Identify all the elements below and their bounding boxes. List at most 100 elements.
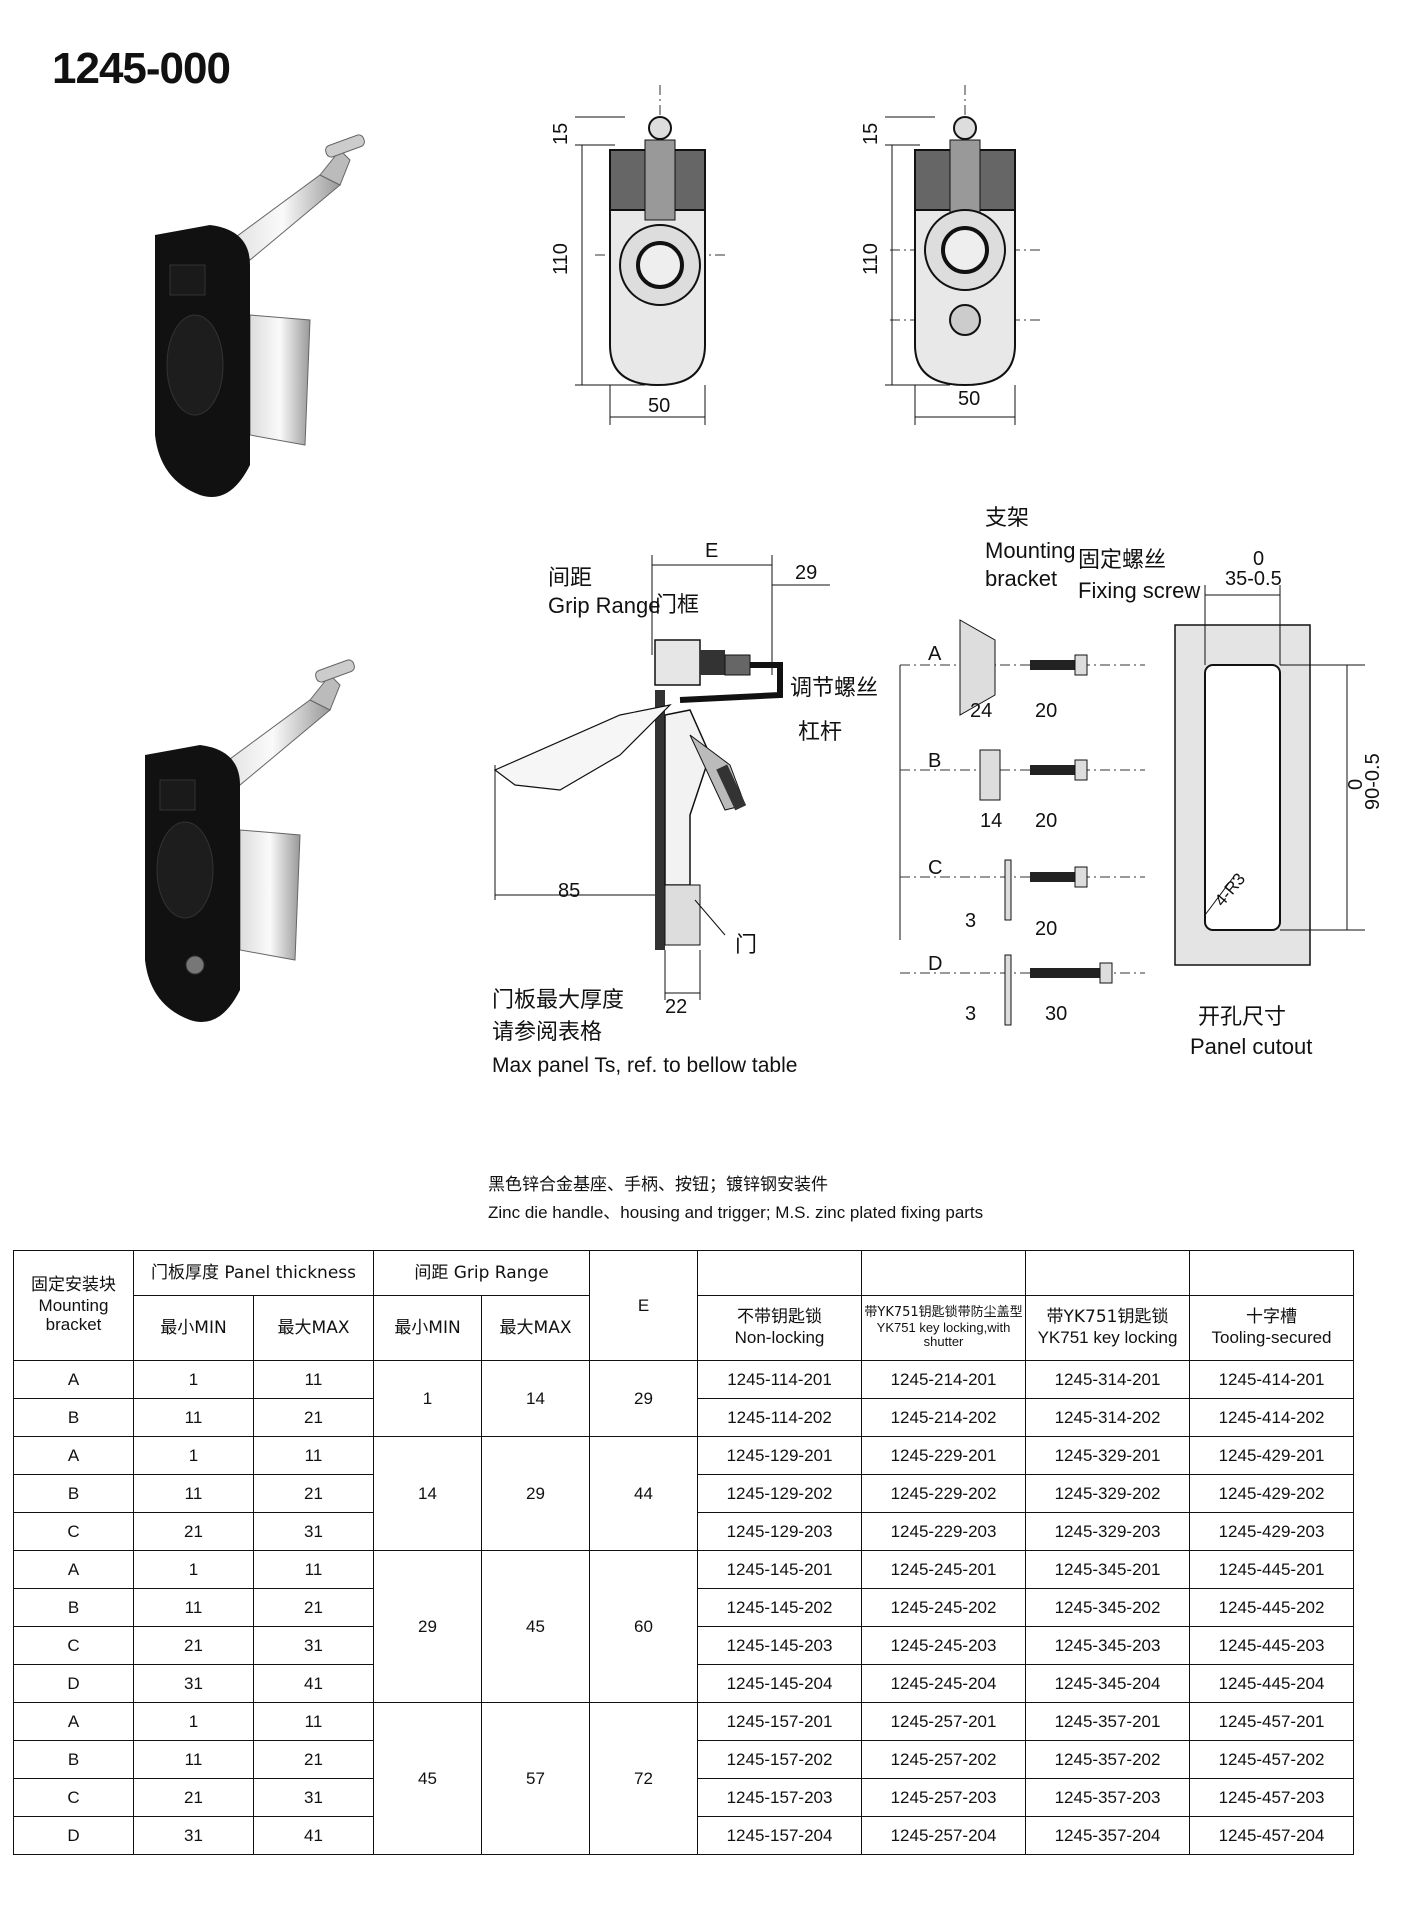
material-note-en: Zinc die handle、housing and trigger; M.S… xyxy=(488,1203,984,1222)
cell-grip-min: 45 xyxy=(373,1702,483,1855)
side-view-drawing xyxy=(493,555,830,1000)
cell-part-key-locking: 1245-345-203 xyxy=(1025,1626,1191,1665)
cell-part-non-locking: 1245-157-204 xyxy=(697,1816,863,1855)
cell-part-non-locking: 1245-157-203 xyxy=(697,1778,863,1817)
cutout-width: 35-0.5 xyxy=(1225,568,1282,590)
screw-en: Fixing screw xyxy=(1078,578,1201,603)
col-header-non-locking: 不带钥匙锁 Non-locking xyxy=(697,1295,863,1361)
cell-part-key-locking: 1245-329-201 xyxy=(1025,1436,1191,1475)
col-header-blank-3 xyxy=(1025,1250,1191,1296)
dim-85: 85 xyxy=(558,880,581,902)
bracket-drawings xyxy=(899,619,1145,1026)
cell-part-non-locking: 1245-114-201 xyxy=(697,1360,863,1399)
cutout-label-en: Panel cutout xyxy=(1190,1034,1313,1059)
cell-panel-max: 21 xyxy=(252,1474,375,1513)
cell-panel-min: 11 xyxy=(133,1474,254,1513)
max-panel-en: Max panel Ts, ref. to bellow table xyxy=(492,1054,798,1077)
cell-panel-min: 11 xyxy=(133,1740,254,1779)
cell-part-tooling: 1245-457-203 xyxy=(1189,1778,1355,1817)
front2-dim-50: 50 xyxy=(958,388,981,410)
bracket-b-width: 14 xyxy=(980,810,1003,832)
cell-part-tooling: 1245-457-202 xyxy=(1189,1740,1355,1779)
col-header-blank-4 xyxy=(1189,1250,1355,1296)
cell-part-tooling: 1245-445-204 xyxy=(1189,1664,1355,1703)
cell-panel-max: 31 xyxy=(252,1626,375,1665)
cell-panel-min: 1 xyxy=(133,1360,254,1399)
dim-22: 22 xyxy=(665,996,688,1018)
cell-panel-max: 21 xyxy=(252,1588,375,1627)
cell-bracket: C xyxy=(13,1778,134,1817)
cell-grip-max: 57 xyxy=(481,1702,591,1855)
cell-part-non-locking: 1245-145-201 xyxy=(697,1550,863,1589)
front1-dim-50: 50 xyxy=(648,395,671,417)
cell-part-key-shutter: 1245-214-201 xyxy=(861,1360,1027,1399)
cell-bracket: D xyxy=(13,1664,134,1703)
col-header-panel-min: 最小MIN xyxy=(133,1295,254,1361)
grip-range-cn: 间距 xyxy=(548,566,593,591)
bracket-label-b: B xyxy=(928,750,942,772)
cell-part-tooling: 1245-429-201 xyxy=(1189,1436,1355,1475)
cell-panel-min: 21 xyxy=(133,1778,254,1817)
cell-panel-max: 21 xyxy=(252,1740,375,1779)
col-header-panel-thickness: 门板厚度 Panel thickness xyxy=(132,1250,375,1296)
cell-part-tooling: 1245-414-201 xyxy=(1189,1360,1355,1399)
cell-part-key-shutter: 1245-229-202 xyxy=(861,1474,1027,1513)
cell-part-key-shutter: 1245-245-204 xyxy=(861,1664,1027,1703)
cell-panel-max: 31 xyxy=(252,1512,375,1551)
cell-part-key-locking: 1245-357-203 xyxy=(1025,1778,1191,1817)
col-header-key-shutter: 带YK751钥匙锁带防尘盖型 YK751 key locking,with sh… xyxy=(861,1295,1027,1361)
cell-part-non-locking: 1245-129-203 xyxy=(697,1512,863,1551)
cell-part-key-locking: 1245-357-204 xyxy=(1025,1816,1191,1855)
cell-panel-max: 41 xyxy=(252,1816,375,1855)
product-photo-key-locking xyxy=(145,659,355,1022)
cell-part-key-locking: 1245-345-201 xyxy=(1025,1550,1191,1589)
col-header-grip-range: 间距 Grip Range xyxy=(373,1250,591,1296)
bracket-c-width: 3 xyxy=(965,910,977,932)
cell-bracket: D xyxy=(13,1816,134,1855)
cell-grip-max: 45 xyxy=(481,1550,591,1703)
front-view-key-locking xyxy=(885,85,1040,425)
door-frame-cn: 门框 xyxy=(655,593,700,618)
cell-part-non-locking: 1245-157-202 xyxy=(697,1740,863,1779)
grip-range-en: Grip Range xyxy=(548,593,661,618)
spec-table: 固定安装块 Mounting bracket 门板厚度 Panel thickn… xyxy=(13,1250,1355,1855)
cell-panel-min: 1 xyxy=(133,1436,254,1475)
cell-part-key-shutter: 1245-257-201 xyxy=(861,1702,1027,1741)
material-note-cn: 黑色锌合金基座、手柄、按钮；镀锌钢安装件 xyxy=(488,1175,828,1195)
cell-panel-min: 1 xyxy=(133,1550,254,1589)
cell-bracket: B xyxy=(13,1740,134,1779)
cell-part-non-locking: 1245-129-201 xyxy=(697,1436,863,1475)
bracket-b-screw: 20 xyxy=(1035,810,1058,832)
bracket-c-screw: 20 xyxy=(1035,918,1058,940)
col-header-tooling: 十字槽 Tooling-secured xyxy=(1189,1295,1355,1361)
cell-e: 60 xyxy=(589,1550,699,1703)
cell-part-key-shutter: 1245-257-202 xyxy=(861,1740,1027,1779)
cell-bracket: A xyxy=(13,1702,134,1741)
cell-part-key-locking: 1245-314-201 xyxy=(1025,1360,1191,1399)
cell-bracket: A xyxy=(13,1360,134,1399)
bracket-d-screw: 30 xyxy=(1045,1003,1068,1025)
cell-part-key-shutter: 1245-245-202 xyxy=(861,1588,1027,1627)
cell-part-tooling: 1245-429-202 xyxy=(1189,1474,1355,1513)
cell-panel-min: 11 xyxy=(133,1588,254,1627)
cell-part-tooling: 1245-429-203 xyxy=(1189,1512,1355,1551)
cell-part-non-locking: 1245-145-202 xyxy=(697,1588,863,1627)
cell-part-non-locking: 1245-145-203 xyxy=(697,1626,863,1665)
cell-grip-max: 14 xyxy=(481,1360,591,1437)
cell-part-key-locking: 1245-345-202 xyxy=(1025,1588,1191,1627)
cell-part-tooling: 1245-457-204 xyxy=(1189,1816,1355,1855)
front2-dim-110: 110 xyxy=(860,243,882,275)
cell-part-tooling: 1245-445-203 xyxy=(1189,1626,1355,1665)
cell-bracket: A xyxy=(13,1436,134,1475)
refer-table-cn: 请参阅表格 xyxy=(492,1020,603,1045)
cell-bracket: C xyxy=(13,1512,134,1551)
max-thickness-cn: 门板最大厚度 xyxy=(492,988,625,1013)
cell-e: 44 xyxy=(589,1436,699,1551)
bracket-a-width: 24 xyxy=(970,700,993,722)
cell-panel-max: 31 xyxy=(252,1778,375,1817)
